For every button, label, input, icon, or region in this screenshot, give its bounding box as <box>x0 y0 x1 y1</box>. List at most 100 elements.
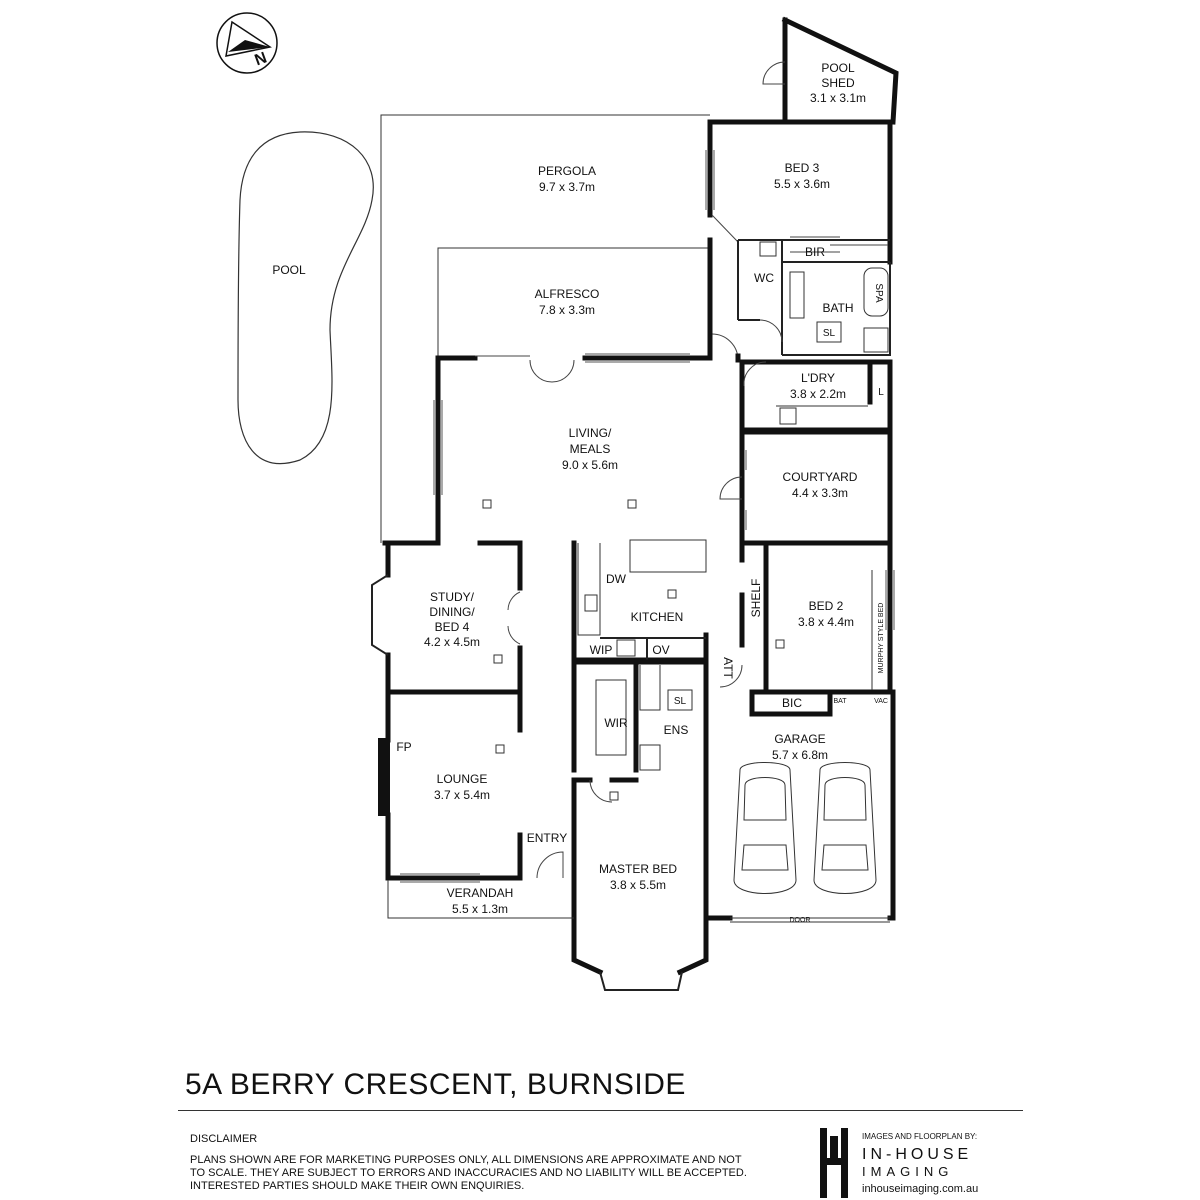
verandah-dims: 5.5 x 1.3m <box>452 902 508 916</box>
ov-label: OV <box>652 643 669 657</box>
courtyard-door <box>719 476 743 500</box>
lounge-spot-2 <box>609 791 619 801</box>
master-bay <box>599 971 683 991</box>
title-divider <box>178 1110 1023 1111</box>
kitchen-label: KITCHEN <box>631 610 684 624</box>
garage-dims: 5.7 x 6.8m <box>772 748 828 762</box>
pergola-dims: 9.7 x 3.7m <box>539 180 595 194</box>
kitchen-bench <box>577 543 601 636</box>
verandah-outline <box>387 880 574 919</box>
vac-label: VAC <box>874 698 888 705</box>
living-label-2: MEALS <box>570 442 611 456</box>
att-label: ATT <box>721 657 735 679</box>
kitchen-spot <box>667 589 677 599</box>
pergola-outline <box>380 114 710 543</box>
lounge-label: LOUNGE <box>437 772 488 786</box>
bath-shower <box>863 327 889 353</box>
in-house-logo-icon <box>820 1128 848 1198</box>
alfresco-dims: 7.8 x 3.3m <box>539 303 595 317</box>
ensuite-shower <box>639 744 661 771</box>
laundry-label: L'DRY <box>801 371 835 385</box>
car-icon <box>733 762 797 894</box>
laundry-door <box>743 361 767 387</box>
ensuite-label: ENS <box>664 723 689 737</box>
lounge-window <box>400 873 480 883</box>
brand-name: IN-HOUSE <box>862 1146 973 1163</box>
verandah-label: VERANDAH <box>447 886 514 900</box>
shelf-label: SHELF <box>749 579 763 618</box>
wc-label: WC <box>754 271 774 285</box>
wir-label: WIR <box>604 716 628 730</box>
garage-door-label: DOOR <box>790 917 811 924</box>
study-label-3: BED 4 <box>435 620 470 634</box>
kitchen-island <box>629 539 707 573</box>
ensuite-sl-label: SL <box>674 696 687 707</box>
brand-url[interactable]: inhouseimaging.com.au <box>862 1183 979 1195</box>
brand-block: IMAGES AND FLOORPLAN BY: IN-HOUSE IMAGIN… <box>818 1128 1018 1198</box>
fireplace <box>378 738 390 816</box>
bed2-dims: 3.8 x 4.4m <box>798 615 854 629</box>
bir-sliders <box>790 236 888 253</box>
pool-label: POOL <box>272 263 306 277</box>
garage-label: GARAGE <box>774 732 825 746</box>
bed3-dims: 5.5 x 3.6m <box>774 177 830 191</box>
murphy-label: MURPHY STYLE BED <box>878 603 885 674</box>
entry-label: ENTRY <box>527 831 567 845</box>
master-door <box>589 779 613 803</box>
wc-walls <box>737 240 891 356</box>
property-title: 5A BERRY CRESCENT, BURNSIDE <box>185 1068 686 1101</box>
study-label-2: DINING/ <box>429 605 475 619</box>
att-door <box>719 664 743 688</box>
hall-door <box>711 333 739 361</box>
living-walls <box>435 351 713 546</box>
pool-shed-label-2: SHED <box>821 76 855 90</box>
laundry-l-label: L <box>878 387 884 398</box>
ensuite-sl-box <box>667 689 693 711</box>
living-west-window <box>433 400 443 495</box>
pool-shed-dims: 3.1 x 3.1m <box>810 91 866 105</box>
living-spot-2 <box>627 499 637 509</box>
study-walls <box>382 540 523 695</box>
hall-walls <box>739 540 769 695</box>
lounge-spot <box>495 744 505 754</box>
living-spot-1 <box>482 499 492 509</box>
pool-shed-door <box>762 61 786 85</box>
compass-letter: N <box>253 49 270 69</box>
alfresco-label: ALFRESCO <box>535 287 600 301</box>
bic-label: BIC <box>782 696 802 710</box>
study-bay-window <box>371 574 389 656</box>
east-hall-wall <box>707 237 741 363</box>
laundry-sink <box>779 407 797 425</box>
bir-label: BIR <box>805 245 825 259</box>
study-label-1: STUDY/ <box>430 590 475 604</box>
bed2-label: BED 2 <box>809 599 844 613</box>
dw-label: DW <box>606 572 627 586</box>
study-dims: 4.2 x 4.5m <box>424 635 480 649</box>
brand-sub: IMAGING <box>862 1164 954 1179</box>
car-icon <box>813 762 877 894</box>
study-spot <box>493 654 503 664</box>
kitchen-sink <box>584 594 598 612</box>
lounge-walls <box>385 689 523 881</box>
bath-sl-box <box>816 321 842 343</box>
living-doors <box>475 355 575 383</box>
pool-shed-label-1: POOL <box>821 61 855 75</box>
garage-door <box>730 917 890 923</box>
bed3-door <box>711 214 739 243</box>
pool-shed-walls <box>781 16 899 125</box>
courtyard-label: COURTYARD <box>783 470 858 484</box>
spa-tub <box>863 267 889 317</box>
wc-fixtures <box>759 241 805 319</box>
wir-rails <box>595 679 627 756</box>
master-walls <box>571 777 709 976</box>
fireplace-label: FP <box>396 740 411 754</box>
disclaimer-heading: DISCLAIMER <box>190 1133 258 1145</box>
bed2-window <box>885 570 895 630</box>
brand-tagline: IMAGES AND FLOORPLAN BY: <box>862 1132 978 1141</box>
bath-label: BATH <box>822 301 853 315</box>
north-arrow-icon: N <box>216 12 278 74</box>
study-door <box>507 591 521 645</box>
wip-label: WIP <box>590 643 613 657</box>
wc-door <box>759 319 783 343</box>
